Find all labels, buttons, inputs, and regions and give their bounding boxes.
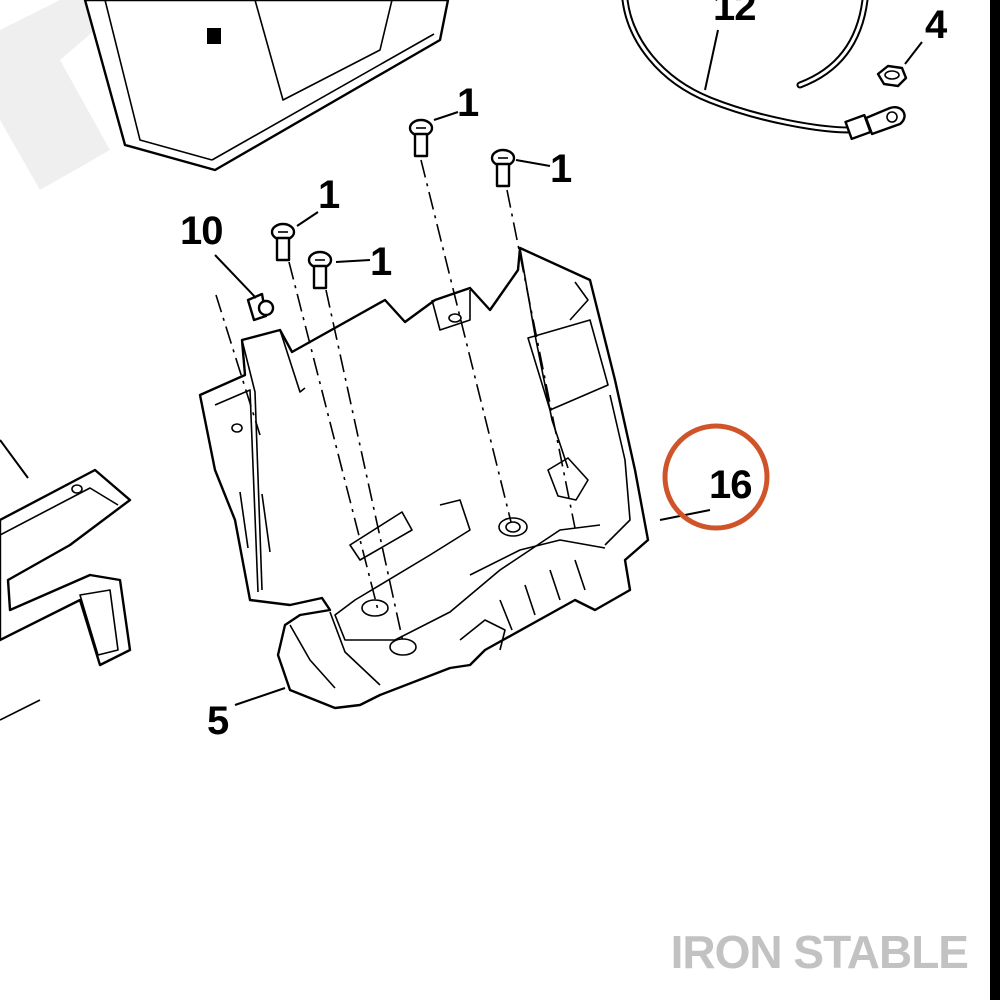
callout-leaders (214, 29, 923, 706)
brand-wordmark: IRON STABLE (671, 926, 968, 978)
hex-nut-part (876, 64, 908, 88)
ground-cable-part (621, 0, 906, 141)
callout-5: 5 (207, 699, 229, 743)
callout-12: 12 (713, 0, 756, 29)
left-bracket-part (0, 439, 132, 721)
screw-part (490, 148, 516, 188)
battery-housing-part (83, 0, 450, 172)
highlight-ring (662, 423, 770, 531)
callout-4: 4 (925, 3, 948, 47)
callout-16: 16 (709, 463, 752, 507)
callout-10: 10 (180, 209, 223, 253)
callout-1: 1 (318, 173, 340, 217)
battery-tray-part (198, 246, 650, 710)
callout-1: 1 (550, 147, 572, 191)
callout-1: 1 (370, 240, 392, 284)
frame-border (990, 0, 1000, 1000)
push-clip-part (246, 292, 275, 322)
callout-1: 1 (457, 81, 479, 125)
assembly-dash-lines (215, 159, 576, 643)
screw-part (408, 118, 434, 158)
screw-part (307, 250, 333, 290)
screw-part (270, 222, 296, 262)
